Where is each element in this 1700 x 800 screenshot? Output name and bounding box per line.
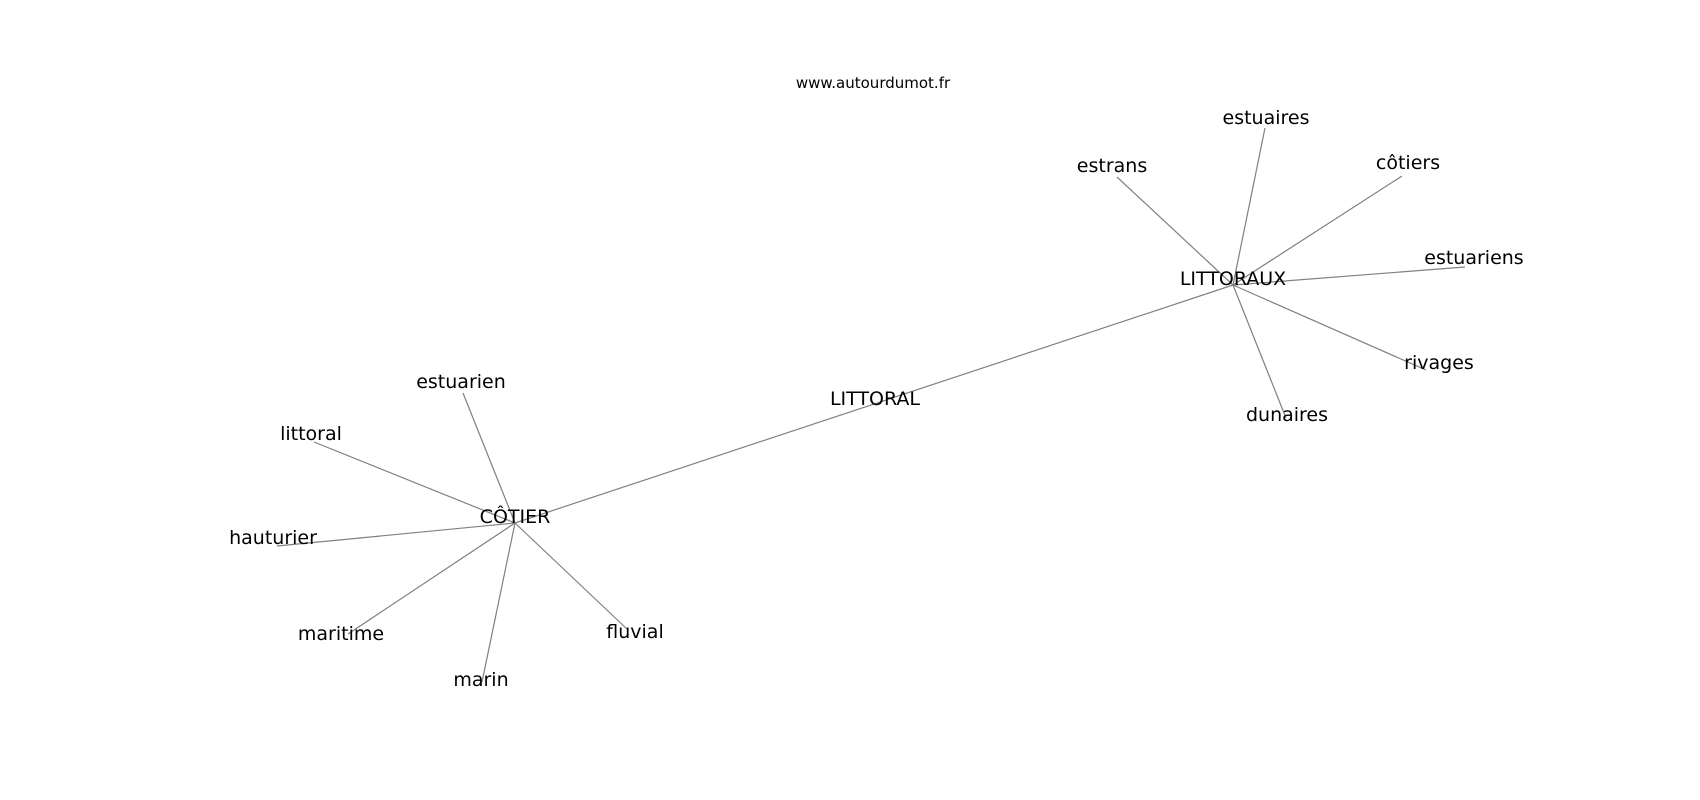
node-marin[interactable]: marin <box>453 669 508 691</box>
edge-littoraux_hub-dunaires <box>1232 284 1287 419</box>
edge-layer <box>276 127 1466 683</box>
edge-cotier_hub-hauturier <box>276 522 516 547</box>
node-cotier_hub[interactable]: CÔTIER <box>480 504 551 528</box>
edge-cotier_hub-littoral <box>313 441 516 524</box>
node-estuariens[interactable]: estuariens <box>1424 247 1523 269</box>
node-littoraux_hub[interactable]: LITTORAUX <box>1180 268 1286 290</box>
node-dunaires[interactable]: dunaires <box>1246 404 1328 426</box>
edge-cotier_hub-marin <box>481 522 516 683</box>
node-hauturier[interactable]: hauturier <box>229 527 317 549</box>
node-layer: LITTORAL CÔTIER LITTORAUX estuarien littoral… <box>229 107 1524 691</box>
node-estuarien[interactable]: estuarien <box>416 371 506 393</box>
edge-littoraux_hub-rivages <box>1232 284 1427 371</box>
edge-cotier_hub-littoraux_hub <box>514 284 1234 524</box>
edge-cotier_hub-estuarien <box>462 392 516 524</box>
node-maritime[interactable]: maritime <box>298 623 384 645</box>
site-label: www.autourdumot.fr <box>796 74 951 92</box>
node-fluvial[interactable]: fluvial <box>606 621 663 643</box>
node-estuaires[interactable]: estuaires <box>1223 107 1310 129</box>
node-littoral[interactable]: littoral <box>280 423 342 445</box>
edge-cotier_hub-maritime <box>347 522 516 635</box>
node-cotiers[interactable]: côtiers <box>1376 152 1440 174</box>
node-littoral_center[interactable]: LITTORAL <box>830 388 920 410</box>
edge-cotier_hub-fluvial <box>514 522 629 631</box>
edge-littoraux_hub-estuariens <box>1232 266 1466 286</box>
edge-littoraux_hub-cotiers <box>1232 175 1403 286</box>
edge-littoraux_hub-estuaires <box>1232 127 1266 286</box>
node-rivages[interactable]: rivages <box>1404 352 1474 374</box>
edge-littoraux_hub-estrans <box>1116 176 1234 286</box>
node-estrans[interactable]: estrans <box>1077 155 1147 177</box>
